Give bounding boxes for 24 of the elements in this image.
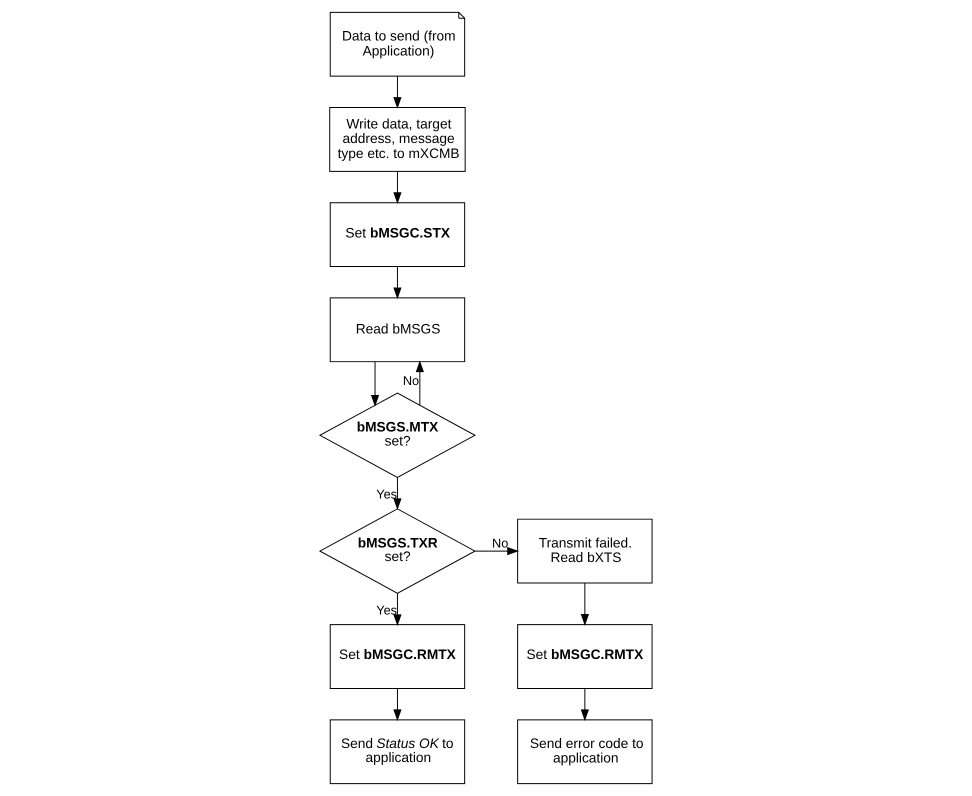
- node-box: Read bMSGS: [330, 297, 466, 362]
- arrow: [370, 361, 380, 407]
- arrow: [393, 477, 402, 510]
- node-box: Send error code to application: [517, 719, 653, 784]
- arrow: [393, 76, 402, 109]
- node-box: Set bMSGC.RMTX: [517, 624, 653, 689]
- node-diamond: bMSGS.TXR set?: [318, 508, 476, 594]
- edge-label: No: [492, 536, 508, 551]
- edge-label: No: [402, 372, 420, 388]
- node-box: Set bMSGC.STX: [330, 202, 466, 267]
- edge-label: Yes: [376, 486, 398, 502]
- arrow: [393, 170, 402, 204]
- arrow: [580, 582, 589, 626]
- node-box: Send Status OK to application: [330, 719, 466, 784]
- arrow: [580, 688, 589, 722]
- edge-label: Yes: [376, 602, 398, 618]
- arrow: [474, 546, 519, 556]
- node-box: Write data, target address, message type etc. to mXCMB: [329, 107, 466, 172]
- arrow: [393, 592, 402, 626]
- arrow: [393, 688, 402, 722]
- arrow: [416, 360, 424, 406]
- arrow: [393, 266, 402, 300]
- node-box: Set bMSGC.RMTX: [330, 624, 466, 689]
- node-box: Transmit failed. Read bXTS: [517, 518, 653, 584]
